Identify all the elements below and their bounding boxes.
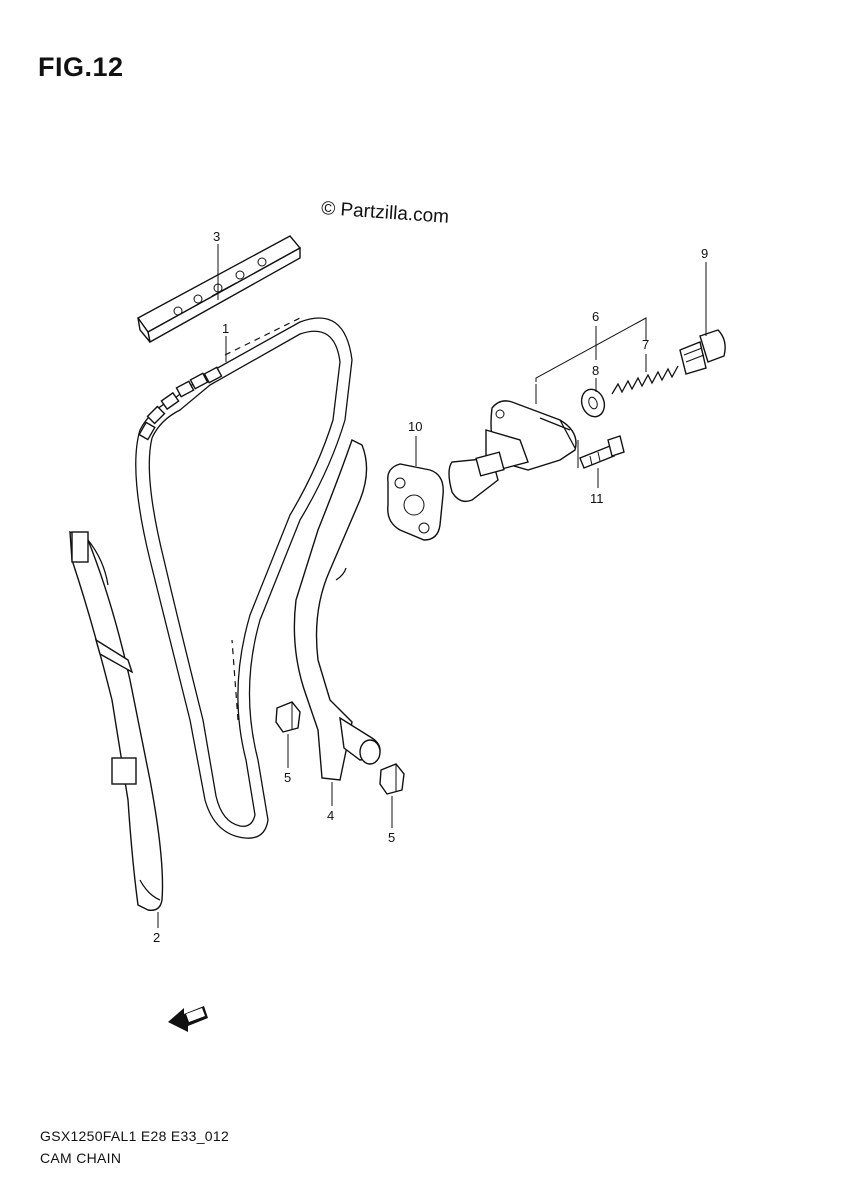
part-9-bolt (679, 329, 726, 375)
part-1-cam-chain (135, 317, 353, 839)
callout-8: 8 (592, 363, 599, 378)
callout-5a: 5 (284, 770, 291, 785)
part-5-damper-b (379, 763, 405, 795)
part-4-tensioner-arm (293, 439, 381, 781)
callout-4: 4 (327, 808, 334, 823)
callout-11: 11 (590, 491, 604, 506)
callout-5b: 5 (388, 830, 395, 845)
part-10-gasket (387, 463, 444, 541)
callout-2: 2 (153, 930, 160, 945)
leader-lines (157, 244, 707, 928)
part-11-bolt (579, 435, 625, 469)
callout-9: 9 (701, 246, 708, 261)
callout-6: 6 (592, 309, 599, 324)
footer-diagram-name: CAM CHAIN (40, 1150, 122, 1166)
callout-10: 10 (408, 419, 422, 434)
callout-1: 1 (222, 321, 229, 336)
callout-7: 7 (642, 337, 649, 352)
part-8-washer (580, 388, 606, 418)
figure-title: FIG.12 (38, 52, 124, 82)
part-3-guide-plate (136, 235, 302, 344)
footer-diagram-code: GSX1250FAL1 E28 E33_012 (40, 1128, 230, 1144)
callout-3: 3 (213, 229, 220, 244)
part-7-spring (611, 365, 679, 395)
fwd-arrow-icon (168, 1006, 208, 1032)
part-5-damper-a (275, 701, 301, 733)
part-6-tensioner (448, 400, 577, 503)
part-2-chain-guide (69, 530, 164, 911)
